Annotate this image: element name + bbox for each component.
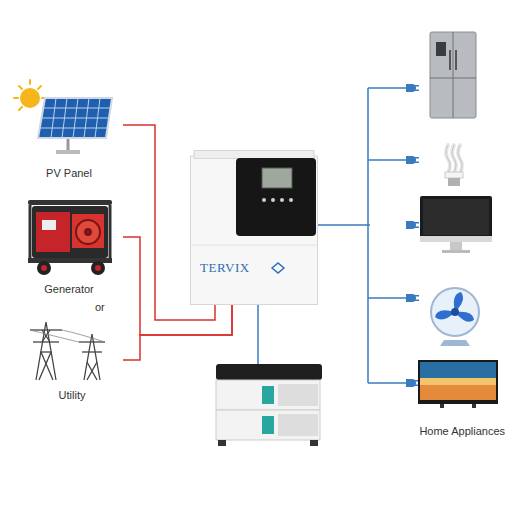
fridge-icon xyxy=(430,32,476,118)
pv-panel-node: PV Panel xyxy=(15,76,123,180)
fan-icon xyxy=(431,288,479,346)
battery-wire xyxy=(257,305,259,370)
source-label: Generator xyxy=(15,283,123,296)
battery-icon xyxy=(216,364,322,446)
utility-node: Utility xyxy=(21,312,123,402)
tv-icon xyxy=(418,360,498,408)
utility-tower-icon xyxy=(30,322,105,380)
brand-logo: TERVIX xyxy=(200,260,250,275)
group-label: Home Appliances xyxy=(419,425,505,438)
note-label: or xyxy=(95,301,105,314)
pv-panel-icon xyxy=(38,98,112,154)
plug-icon xyxy=(406,84,419,387)
bulb-icon xyxy=(445,145,463,186)
sun-icon xyxy=(14,80,45,110)
inverter-node: TERVIX xyxy=(190,150,318,305)
appliance-bus xyxy=(368,88,408,383)
monitor-icon xyxy=(420,196,492,253)
wire-connector xyxy=(123,305,232,360)
source-label: Utility xyxy=(21,389,123,402)
wire-connector xyxy=(318,224,370,226)
generator-node: Generator xyxy=(15,196,123,296)
appliances-node: Home Appliances xyxy=(370,18,515,438)
source-label: PV Panel xyxy=(15,167,123,180)
generator-icon xyxy=(28,200,112,275)
inverter-housing xyxy=(190,150,318,305)
